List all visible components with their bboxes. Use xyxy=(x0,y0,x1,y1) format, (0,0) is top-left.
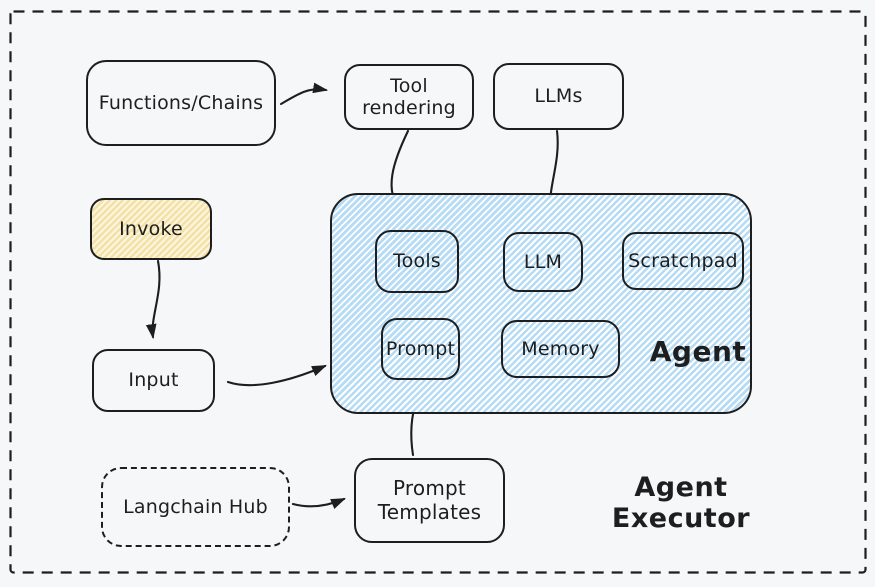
node-agent-group: Tools LLM Scratchpad Prompt Memory Agent xyxy=(330,193,752,414)
node-llms: LLMs xyxy=(493,63,624,130)
node-scratchpad: Scratchpad xyxy=(622,232,744,290)
arrow-input-to-agent xyxy=(226,364,327,387)
diagram-title: Agent Executor xyxy=(611,472,751,534)
node-invoke: Invoke xyxy=(90,198,212,260)
node-prompt-templates: Prompt Templates xyxy=(354,458,505,543)
node-tool-rendering: Tool rendering xyxy=(344,64,474,130)
arrow-langchain-hub-to-prompt-templates xyxy=(291,497,346,509)
agent-group-label: Agent xyxy=(649,335,747,368)
node-llm: LLM xyxy=(503,232,583,292)
node-langchain-hub: Langchain Hub xyxy=(101,467,290,547)
arrow-invoke-to-input xyxy=(145,259,161,340)
node-tools: Tools xyxy=(375,230,459,293)
node-input: Input xyxy=(92,349,215,412)
arrow-functions-chains-to-tool-rendering xyxy=(279,82,329,106)
node-functions-chains: Functions/Chains xyxy=(86,60,276,146)
node-prompt: Prompt xyxy=(381,318,460,380)
node-memory: Memory xyxy=(501,320,620,378)
